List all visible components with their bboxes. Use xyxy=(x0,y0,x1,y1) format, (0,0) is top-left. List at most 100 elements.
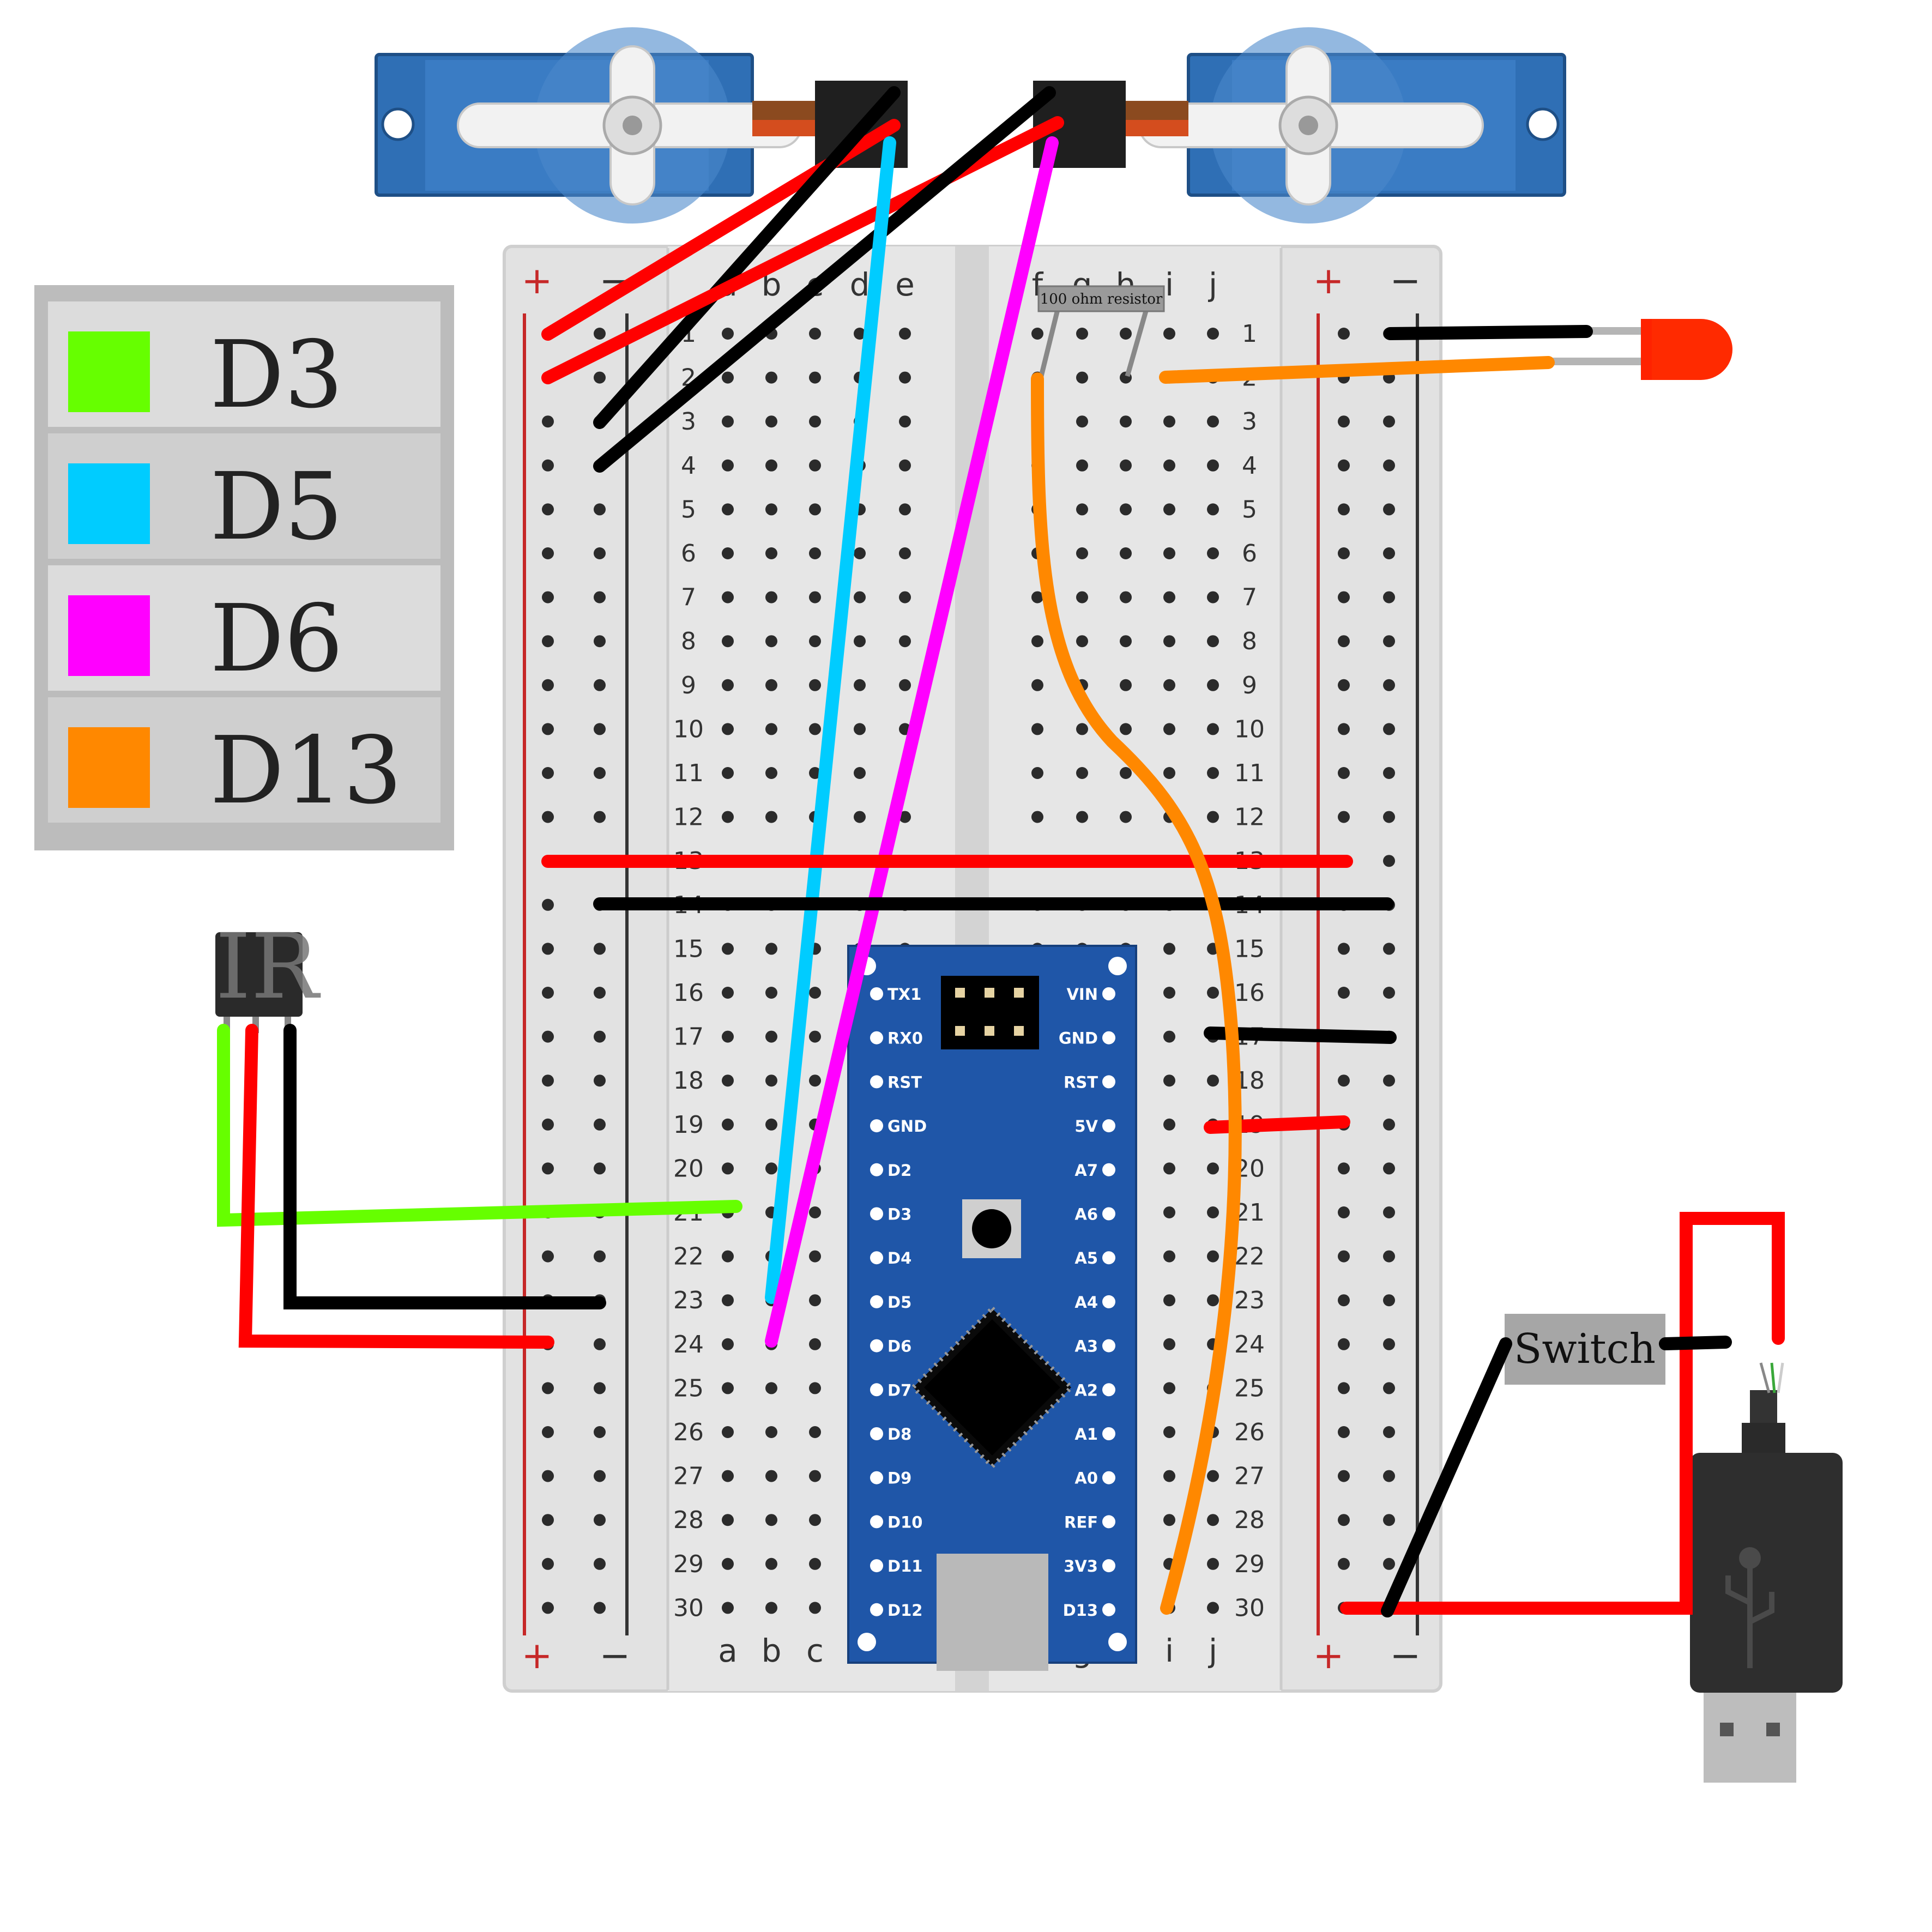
nano-pin-dot xyxy=(870,987,883,1000)
nano-pin-dot xyxy=(1102,1515,1115,1529)
breadboard-hole xyxy=(765,767,777,779)
breadboard-hole xyxy=(1163,591,1175,603)
nano-pin-label: A2 xyxy=(1074,1381,1098,1399)
breadboard-hole xyxy=(765,1602,777,1614)
wire-servo-d5 xyxy=(765,136,896,1304)
wire-switch-to-rail xyxy=(1381,1337,1512,1617)
breadboard-hole xyxy=(765,1162,777,1175)
breadboard-hole xyxy=(1207,723,1219,735)
row-number-right: 9 xyxy=(1242,672,1257,699)
breadboard-hole xyxy=(722,1118,734,1131)
rail-hole xyxy=(1383,1206,1395,1218)
rail-plus-label: + xyxy=(522,259,553,303)
breadboard-hole xyxy=(1207,328,1219,340)
column-letter: e xyxy=(895,266,915,303)
row-number-right: 5 xyxy=(1242,496,1257,523)
breadboard-hole xyxy=(809,1250,821,1263)
nano-pin-dot xyxy=(870,1515,883,1529)
breadboard-hole xyxy=(1076,591,1088,603)
breadboard-hole xyxy=(1076,547,1088,559)
legend-label: D13 xyxy=(210,717,402,825)
rail-hole xyxy=(594,1162,606,1175)
breadboard-hole xyxy=(1031,767,1043,779)
wire-d13 xyxy=(1031,372,1242,1615)
nano-pin-dot xyxy=(1102,1559,1115,1573)
wires xyxy=(217,86,1785,1617)
breadboard-hole xyxy=(1120,503,1132,516)
nano-pin-label: 3V3 xyxy=(1064,1557,1098,1575)
nano-pin-dot xyxy=(870,1031,883,1045)
rail-hole xyxy=(594,811,606,823)
breadboard-hole xyxy=(722,459,734,472)
breadboard-hole xyxy=(1163,503,1175,516)
nano-pin-dot xyxy=(1102,1075,1115,1089)
row-number-right: 7 xyxy=(1242,584,1257,612)
nano-pin-dot xyxy=(1102,1427,1115,1440)
row-number-right: 12 xyxy=(1234,804,1265,831)
rail-hole xyxy=(1383,1557,1395,1570)
breadboard-hole xyxy=(1207,591,1219,603)
nano-pin-dot xyxy=(1102,1471,1115,1484)
row-number-left: 12 xyxy=(673,804,704,831)
breadboard-hole xyxy=(809,371,821,384)
row-number-left: 29 xyxy=(673,1550,704,1578)
breadboard-hole xyxy=(722,1557,734,1570)
row-number-left: 10 xyxy=(673,715,704,743)
breadboard-hole xyxy=(1207,1557,1219,1570)
breadboard-hole xyxy=(809,1602,821,1614)
row-number-left: 16 xyxy=(673,979,704,1007)
rail-hole xyxy=(1338,987,1350,999)
rail-hole xyxy=(542,1382,554,1394)
nano-pin-label: TX1 xyxy=(887,985,921,1004)
breadboard-hole xyxy=(1163,1514,1175,1526)
breadboard-hole xyxy=(1207,547,1219,559)
wire-nano-gnd xyxy=(1204,1027,1397,1044)
rail-hole xyxy=(1338,459,1350,472)
breadboard-hole xyxy=(1076,459,1088,472)
rail-hole xyxy=(1383,1074,1395,1087)
breadboard-hole xyxy=(1031,723,1043,735)
rail-hole xyxy=(1383,635,1395,648)
rail-hole xyxy=(1383,987,1395,999)
breadboard-hole xyxy=(765,591,777,603)
rail-hole xyxy=(594,635,606,648)
breadboard-hole xyxy=(899,679,911,691)
rail-hole xyxy=(1338,1426,1350,1438)
breadboard-hole xyxy=(765,459,777,472)
breadboard-hole xyxy=(722,1074,734,1087)
breadboard-hole xyxy=(722,1030,734,1043)
breadboard-hole xyxy=(1076,811,1088,823)
rail-hole xyxy=(1383,1338,1395,1350)
rail-hole xyxy=(594,1338,606,1350)
nano-pin-dot xyxy=(1102,1339,1115,1353)
rail-hole xyxy=(1383,1514,1395,1526)
row-number-right: 24 xyxy=(1234,1331,1265,1359)
rail-hole xyxy=(542,811,554,823)
nano-pin-dot xyxy=(870,1119,883,1133)
rail-hole xyxy=(594,679,606,691)
breadboard-hole xyxy=(809,987,821,999)
nano-pin-label: D13 xyxy=(1063,1601,1098,1620)
rail-hole xyxy=(1338,1382,1350,1394)
nano-pin-dot xyxy=(1102,1119,1115,1133)
rail-hole xyxy=(542,943,554,955)
row-number-left: 27 xyxy=(673,1463,704,1490)
breadboard-hole xyxy=(722,1162,734,1175)
breadboard-hole xyxy=(809,1557,821,1570)
breadboard-hole xyxy=(809,547,821,559)
nano-pin-dot xyxy=(870,1251,883,1265)
column-letter: j xyxy=(1208,266,1217,303)
rail-hole xyxy=(542,635,554,648)
breadboard-hole xyxy=(765,1030,777,1043)
rail-hole xyxy=(1338,1074,1350,1087)
breadboard-hole xyxy=(854,679,866,691)
breadboard-hole xyxy=(722,1470,734,1482)
breadboard-hole xyxy=(765,987,777,999)
rail-hole xyxy=(1383,679,1395,691)
breadboard-hole xyxy=(1163,459,1175,472)
rail-hole xyxy=(1338,1557,1350,1570)
row-number-left: 20 xyxy=(673,1155,704,1182)
breadboard-hole xyxy=(854,547,866,559)
nano-pin-dot xyxy=(1102,1163,1115,1176)
wire-servo-right-black xyxy=(593,86,1056,473)
